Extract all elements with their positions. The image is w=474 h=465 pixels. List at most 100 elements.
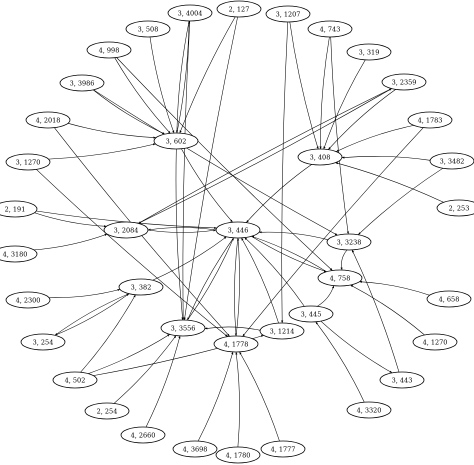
graph-node[interactable]: 3, 1270 (5, 153, 51, 171)
node-label: 3, 602 (166, 137, 187, 145)
node-ellipse (86, 41, 132, 59)
graph-node[interactable]: 4, 1780 (215, 446, 261, 464)
edge-n36-n30 (197, 351, 234, 442)
node-label: 3, 254 (33, 338, 54, 346)
graph-node[interactable]: 4, 3698 (172, 440, 218, 458)
edge-n6-n25 (175, 148, 184, 321)
edge-n11-n25 (187, 237, 234, 321)
graph-node[interactable]: 3, 4004 (167, 4, 213, 22)
node-label: 3, 2084 (114, 226, 139, 234)
edge-n8-n9 (34, 212, 107, 228)
node-label: 3, 445 (301, 310, 322, 318)
graph-node[interactable]: 3, 3986 (59, 74, 105, 92)
graph-node[interactable]: 3, 1207 (265, 5, 311, 23)
node-ellipse (215, 221, 261, 239)
graph-node[interactable]: 2, 191 (0, 200, 38, 218)
node-label: 3, 4004 (178, 9, 203, 17)
edge-n26-n11 (241, 237, 279, 324)
edge-n24-n29 (54, 293, 130, 336)
node-label: 3, 508 (138, 25, 159, 33)
node-label: 3, 3482 (440, 157, 465, 165)
graph-node[interactable]: 4, 998 (86, 41, 132, 59)
node-label: 3, 1207 (276, 10, 301, 18)
node-ellipse (297, 148, 343, 166)
node-label: 4, 3320 (357, 406, 382, 414)
node-label: 3, 408 (310, 153, 331, 161)
graph-node[interactable]: 3, 319 (346, 43, 392, 61)
node-label: 3, 382 (131, 283, 152, 291)
edge-n33-n25 (113, 335, 177, 404)
graph-node[interactable]: 4, 2660 (120, 426, 166, 444)
graph-node[interactable]: 3, 446 (215, 221, 261, 239)
graph-node[interactable]: 4, 1783 (407, 111, 453, 129)
edge-n9-n15 (138, 88, 392, 224)
graph-node[interactable]: 4, 502 (52, 371, 98, 389)
edge-n26-n25 (204, 326, 261, 331)
graph-node[interactable]: 3, 3556 (160, 319, 206, 337)
node-label: 2, 127 (229, 5, 250, 13)
node-ellipse (426, 290, 472, 308)
graph-node[interactable]: 2, 254 (84, 402, 130, 420)
edge-n27-n11 (244, 237, 305, 307)
node-ellipse (172, 440, 218, 458)
node-label: 4, 502 (65, 376, 86, 384)
graph-node[interactable]: 3, 2359 (381, 73, 427, 91)
edge-n27-n21 (317, 285, 335, 307)
graph-node[interactable]: 4, 1778 (213, 335, 259, 353)
graph-node[interactable]: 3, 3482 (429, 152, 474, 170)
graph-node[interactable]: 3, 1214 (259, 322, 305, 340)
node-ellipse (20, 333, 66, 351)
node-label: 2, 191 (5, 205, 26, 213)
graph-node[interactable]: 3, 254 (20, 333, 66, 351)
graph-node[interactable]: 2, 253 (436, 199, 474, 217)
graph-node[interactable]: 3, 445 (288, 305, 334, 323)
node-label: 3, 446 (228, 226, 249, 234)
edge-n29-n24 (54, 293, 130, 336)
edge-n25-n11 (187, 237, 234, 321)
graph-node[interactable]: 4, 2300 (5, 291, 51, 309)
graph-node[interactable]: 4, 1270 (412, 333, 458, 351)
node-ellipse (103, 221, 149, 239)
node-ellipse (84, 402, 130, 420)
graph-node[interactable]: 4, 658 (426, 290, 472, 308)
edge-n18-n20 (358, 168, 443, 235)
graph-node[interactable]: 3, 3238 (326, 233, 372, 251)
edge-n20-n11 (259, 231, 328, 240)
edge-n17-n11 (246, 164, 312, 223)
graph-node[interactable]: 4, 3180 (0, 245, 38, 263)
graph-node[interactable]: 3, 443 (379, 371, 425, 389)
node-ellipse (317, 269, 363, 287)
edge-n13-n17 (319, 36, 330, 150)
node-label: 4, 3180 (3, 250, 28, 258)
graph-node[interactable]: 4, 2018 (25, 111, 71, 129)
graph-node[interactable]: 3, 2084 (103, 221, 149, 239)
graph-node[interactable]: 3, 602 (153, 132, 199, 150)
edge-n4-n20 (93, 89, 338, 236)
graph-node[interactable]: 3, 508 (125, 20, 171, 38)
edge-n0-n25 (182, 20, 191, 321)
graph-node[interactable]: 2, 127 (216, 0, 262, 18)
edge-n4-n6 (93, 89, 165, 135)
node-label: 3, 1270 (16, 158, 41, 166)
node-ellipse (125, 20, 171, 38)
graph-node[interactable]: 4, 743 (307, 20, 353, 38)
graph-node[interactable]: 4, 758 (317, 269, 363, 287)
edge-n3-n21 (116, 57, 333, 271)
edge-n30-n11 (235, 237, 240, 337)
graph-node[interactable]: 4, 1777 (260, 440, 306, 458)
graph-node[interactable]: 3, 408 (297, 148, 343, 166)
edge-n0-n6 (175, 20, 190, 134)
node-label: 3, 443 (392, 376, 413, 384)
edge-n31-n24 (80, 294, 136, 373)
graph-node[interactable]: 4, 3320 (346, 401, 392, 419)
graph-node[interactable]: 3, 382 (118, 278, 164, 296)
node-label: 3, 2359 (392, 78, 417, 86)
node-ellipse (259, 322, 305, 340)
node-label: 4, 758 (330, 274, 351, 282)
edge-n12-n17 (289, 21, 319, 150)
edge-n12-n26 (281, 21, 289, 324)
edge-n2-n6 (149, 36, 175, 134)
edge-n37-n30 (235, 351, 240, 448)
node-ellipse (153, 132, 199, 150)
edge-n1-n25 (183, 16, 238, 321)
